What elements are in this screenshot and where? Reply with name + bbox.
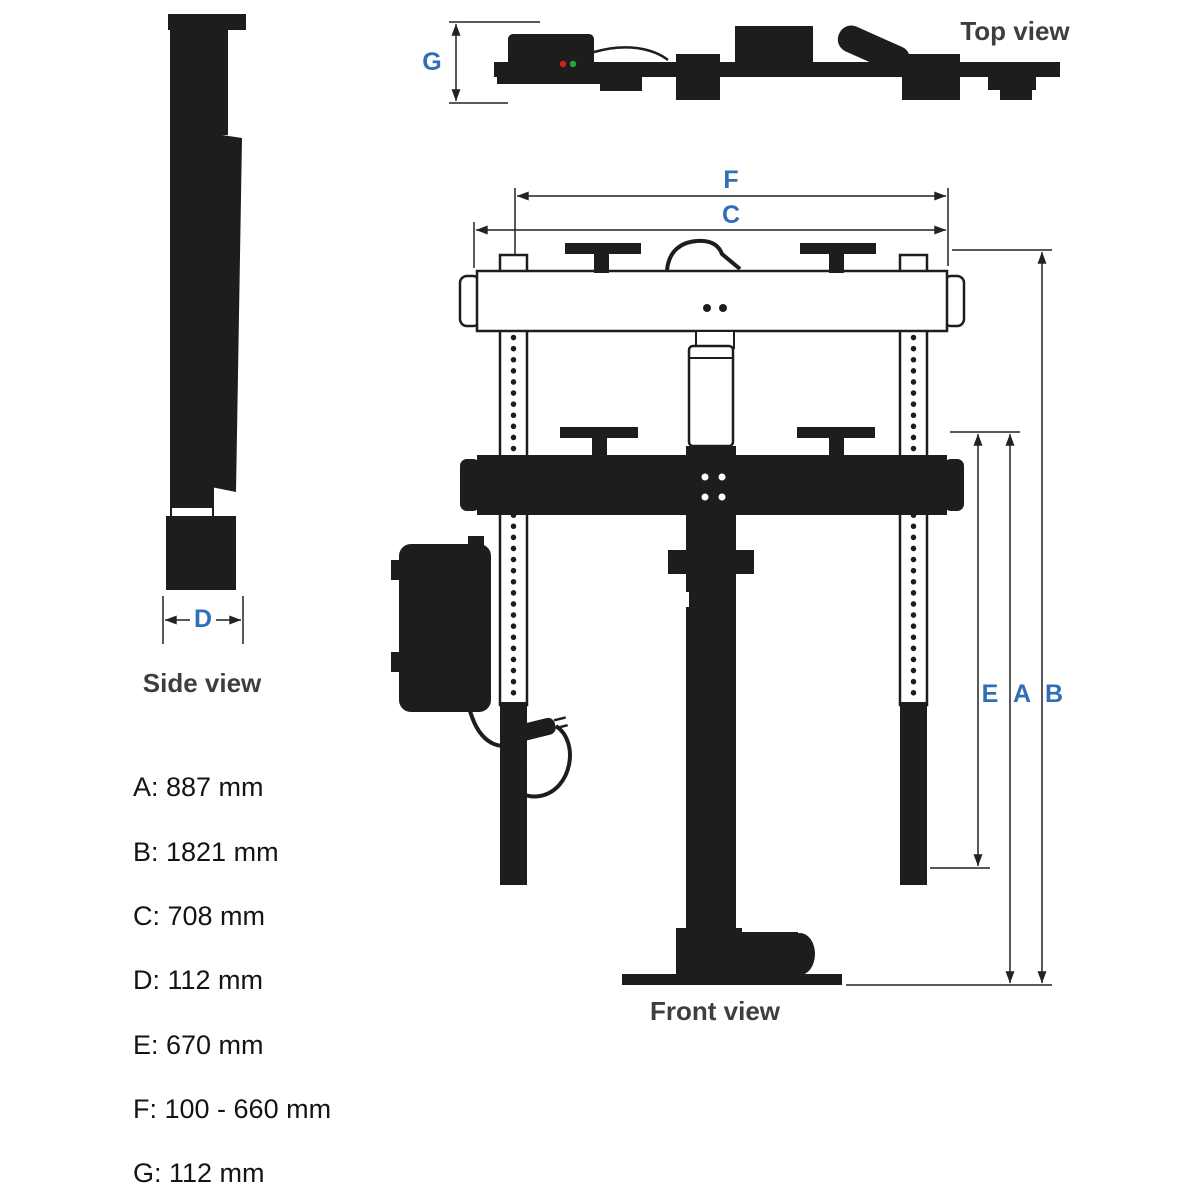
top-view-drawing: [494, 25, 1060, 100]
power-plug: [517, 716, 568, 741]
indicator-green-dot: [569, 60, 577, 68]
front-dimension-lines: [473, 188, 1052, 986]
dimension-letter-f: F: [723, 166, 739, 194]
dimension-list-item-e: E: 670 mm: [133, 1030, 264, 1060]
lower-beam: [460, 455, 964, 515]
right-rail: [898, 253, 929, 885]
dimension-letter-d: D: [190, 606, 216, 633]
dimension-g-lines: [449, 21, 540, 104]
dimension-list-item-g: G: 112 mm: [133, 1158, 265, 1188]
left-rail: [498, 253, 529, 885]
front-view-label: Front view: [649, 996, 780, 1026]
top-view-label: Top view: [960, 16, 1070, 46]
power-cable: [468, 710, 572, 799]
lower-beam-brackets: [560, 427, 875, 457]
control-box: [391, 536, 491, 712]
upper-beam-brackets: [565, 238, 876, 273]
dimension-letter-a: A: [1012, 680, 1032, 708]
base-and-motor: [622, 928, 842, 985]
dimension-letter-b: B: [1044, 680, 1064, 708]
dimension-list-item-f: F: 100 - 660 mm: [133, 1094, 332, 1124]
dimension-letter-g: G: [422, 48, 442, 76]
lift-column: [668, 446, 754, 976]
dimension-list-item-b: B: 1821 mm: [133, 837, 279, 867]
lift-cylinder: [687, 330, 735, 448]
dimension-letter-c: C: [721, 201, 741, 229]
dimension-list-item-d: D: 112 mm: [133, 965, 264, 995]
dimension-list-item-a: A: 887 mm: [133, 772, 264, 802]
side-view-drawing: [166, 14, 246, 590]
upper-beam: [458, 269, 966, 340]
side-view-label: Side view: [142, 668, 262, 698]
indicator-red-dot: [559, 60, 567, 68]
dimension-letter-e: E: [981, 680, 999, 708]
dimension-list-item-c: C: 708 mm: [133, 901, 266, 931]
front-view-drawing: [391, 188, 1052, 986]
